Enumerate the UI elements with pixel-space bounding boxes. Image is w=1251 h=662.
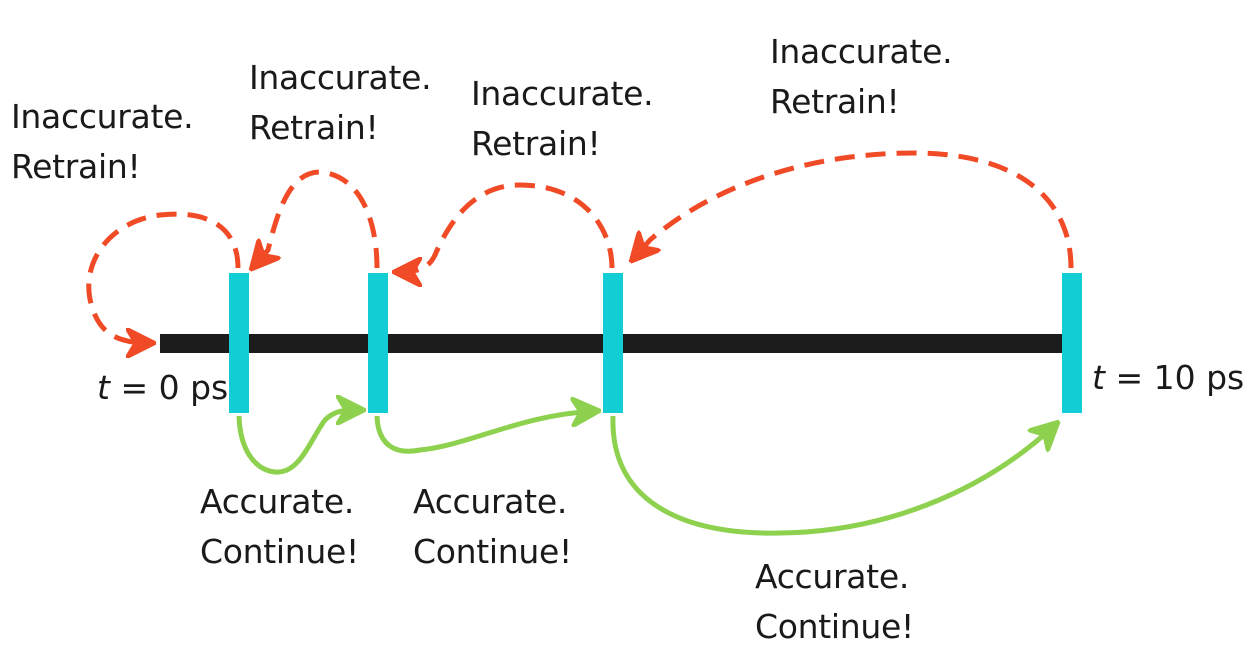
retrain-label-line1: Inaccurate. — [249, 58, 432, 97]
timeline-end-label: t = 10 ps — [1092, 358, 1244, 398]
retrain-label-line2: Retrain! — [770, 82, 900, 121]
checkpoint-bar — [368, 273, 388, 413]
retrain-label: Inaccurate. Retrain! — [249, 53, 432, 153]
retrain-arrow-4 — [634, 150, 1074, 269]
continue-label-line1: Accurate. — [413, 482, 568, 521]
retrain-arrow-1 — [86, 211, 241, 343]
retrain-label-line1: Inaccurate. — [11, 97, 194, 136]
continue-arrow-3 — [610, 415, 1055, 536]
retrain-label: Inaccurate. Retrain! — [11, 92, 194, 192]
continue-arrow-2 — [374, 411, 595, 454]
continue-label-line2: Continue! — [755, 607, 914, 646]
continue-label-line1: Accurate. — [755, 557, 910, 596]
time-value: = 10 ps — [1104, 358, 1245, 397]
checkpoint-bar — [229, 273, 249, 413]
retrain-label: Inaccurate. Retrain! — [471, 69, 654, 169]
retrain-arrow-2 — [254, 169, 380, 268]
continue-label: Accurate. Continue! — [413, 477, 572, 577]
continue-label-line2: Continue! — [413, 532, 572, 571]
continue-label-line2: Continue! — [200, 532, 359, 571]
timeline-start-label: t = 0 ps — [97, 368, 228, 408]
time-value: = 0 ps — [109, 368, 229, 407]
continue-label: Accurate. Continue! — [755, 552, 914, 652]
retrain-label-line2: Retrain! — [11, 147, 141, 186]
continue-arrow-1 — [236, 410, 360, 475]
time-variable: t — [1092, 358, 1105, 397]
checkpoint-bar — [1062, 273, 1082, 413]
retrain-label-line2: Retrain! — [471, 124, 601, 163]
time-variable: t — [97, 368, 110, 407]
retrain-label-line1: Inaccurate. — [770, 32, 953, 71]
retrain-label-line2: Retrain! — [249, 108, 379, 147]
checkpoint-bar — [603, 273, 623, 413]
retrain-arrow-3 — [398, 182, 615, 272]
retrain-label-line1: Inaccurate. — [471, 74, 654, 113]
continue-label: Accurate. Continue! — [200, 477, 359, 577]
retrain-label: Inaccurate. Retrain! — [770, 27, 953, 127]
continue-label-line1: Accurate. — [200, 482, 355, 521]
